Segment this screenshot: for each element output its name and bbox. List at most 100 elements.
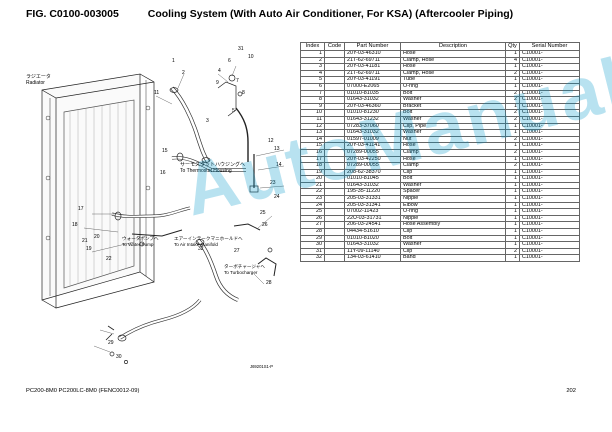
cell-code xyxy=(324,56,345,65)
cell-qty: 1 xyxy=(505,168,520,177)
cell-code xyxy=(324,115,345,124)
cell-code xyxy=(324,208,345,216)
water-pump-label: ウォータポンプへ To Water Pump xyxy=(122,236,159,247)
callout-25: 25 xyxy=(260,210,266,216)
cell-description: Nipple xyxy=(400,195,506,203)
cell-index: 15 xyxy=(300,142,325,150)
cell-part-number: 07289-00055 xyxy=(344,162,401,170)
callout-1: 1 xyxy=(172,58,175,64)
radiator xyxy=(41,73,155,309)
cell-code xyxy=(324,188,345,197)
cell-index: 16 xyxy=(300,148,325,157)
cell-code xyxy=(324,247,345,256)
cell-code xyxy=(324,241,345,249)
cell-description: Elbow xyxy=(400,201,506,210)
cell-code xyxy=(324,135,345,144)
cell-qty: 2 xyxy=(505,135,520,144)
cell-serial-number: C10001- xyxy=(519,115,580,124)
cell-description: Clamp xyxy=(400,148,506,157)
col-part-number: Part Number xyxy=(344,42,401,51)
cell-qty: 1 xyxy=(505,234,520,243)
cell-description: Bolt xyxy=(400,109,506,117)
intake-manifold-label: エアーインテークマニホールドへ To Air Intake Manifold xyxy=(174,236,243,247)
hose-lower-left xyxy=(111,206,191,247)
callout-10: 10 xyxy=(248,54,254,60)
cell-index: 18 xyxy=(300,162,325,170)
cell-qty: 2 xyxy=(505,109,520,117)
tube-bottom xyxy=(105,298,202,364)
cell-description: Band xyxy=(400,254,506,262)
cell-code xyxy=(324,102,345,111)
cell-part-number: 07283-37060 xyxy=(344,122,401,131)
cell-description: Hose xyxy=(400,155,506,164)
cell-index: 1 xyxy=(300,50,325,58)
cell-description: Hose xyxy=(400,142,506,150)
cell-part-number: 01597-01009 xyxy=(344,135,401,144)
cell-qty: 1 xyxy=(505,76,520,84)
cell-code xyxy=(324,195,345,203)
cell-qty: 2 xyxy=(505,89,520,98)
cell-index: 8 xyxy=(300,96,325,104)
cell-index: 23 xyxy=(300,195,325,203)
callout-29: 29 xyxy=(108,340,114,346)
cell-qty: 1 xyxy=(505,155,520,164)
cell-serial-number: C10001- xyxy=(519,254,580,262)
cell-qty: 1 xyxy=(505,214,520,223)
cell-qty: 1 xyxy=(505,142,520,150)
cell-part-number: 20Y-03-41191 xyxy=(344,76,401,84)
col-serial-number: Serial Number xyxy=(519,42,580,51)
cell-code xyxy=(324,96,345,104)
hose-upper xyxy=(169,86,211,164)
cell-index: 25 xyxy=(300,208,325,216)
cell-qty: 1 xyxy=(505,188,520,197)
cell-code xyxy=(324,82,345,91)
parts-diagram: ラジエータ Radiator サーモスタットハウジングへ To Thermost… xyxy=(22,38,298,376)
callout-12: 12 xyxy=(268,138,274,144)
callout-22: 22 xyxy=(106,256,112,262)
cell-description: O-ring xyxy=(400,208,506,216)
callout-28: 28 xyxy=(266,280,272,286)
callout-16: 16 xyxy=(160,170,166,176)
cell-description: Nut xyxy=(400,135,506,144)
cell-description: Bolt xyxy=(400,175,506,183)
cell-index: 12 xyxy=(300,122,325,131)
cell-serial-number: C10001- xyxy=(519,155,580,164)
cell-index: 28 xyxy=(300,228,325,236)
cell-part-number: 07289-00055 xyxy=(344,148,401,157)
cell-serial-number: C10001- xyxy=(519,247,580,256)
callout-30: 30 xyxy=(116,354,122,360)
cell-index: 29 xyxy=(300,234,325,243)
cell-qty: 1 xyxy=(505,102,520,111)
cell-serial-number: C10001- xyxy=(519,76,580,84)
cell-part-number: 07000-E2065 xyxy=(344,82,401,91)
cell-description: Hose xyxy=(400,50,506,58)
callout-7: 7 xyxy=(236,78,239,84)
cell-qty: 1 xyxy=(505,181,520,190)
parts-list-table: Index Code Part Number Description Qty S… xyxy=(300,42,580,262)
callout-31: 31 xyxy=(238,46,244,52)
cell-description: Tube xyxy=(400,76,506,84)
cell-qty: 1 xyxy=(505,228,520,236)
cell-code xyxy=(324,109,345,117)
col-description: Description xyxy=(400,42,506,51)
callout-8: 8 xyxy=(242,90,245,96)
cell-part-number: 04434-51610 xyxy=(344,228,401,236)
callout-32: 32 xyxy=(198,246,204,252)
col-index: Index xyxy=(300,42,325,51)
cell-serial-number: C10001- xyxy=(519,122,580,131)
footer-page-number: 202 xyxy=(566,388,576,394)
cell-part-number: 20Y-03-42250 xyxy=(344,155,401,164)
callout-24: 24 xyxy=(274,194,280,200)
cell-serial-number: C10001- xyxy=(519,50,580,58)
